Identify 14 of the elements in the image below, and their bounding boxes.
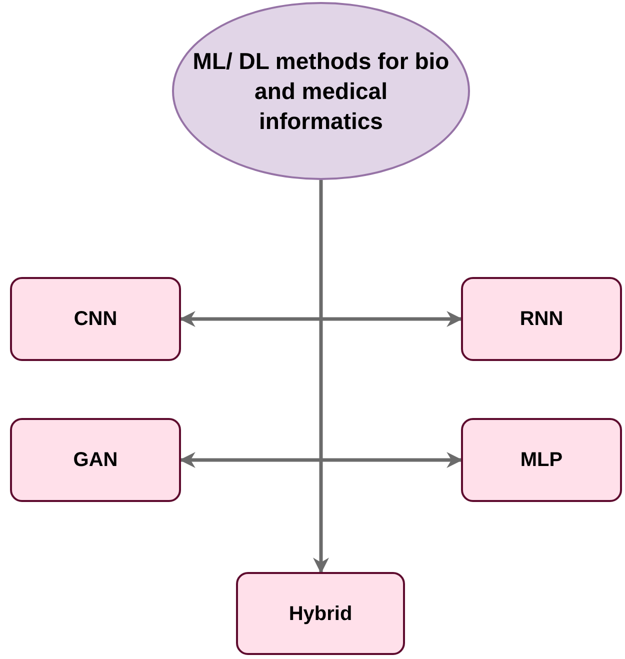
arrow	[179, 311, 463, 327]
method-box	[461, 277, 622, 361]
method-box	[10, 277, 181, 361]
method-box	[10, 418, 181, 502]
method-label: RNN	[520, 307, 564, 332]
method-label: Hybrid	[288, 602, 352, 626]
method-box	[236, 572, 405, 655]
method-label: MLP	[520, 448, 563, 473]
method-box	[461, 418, 622, 502]
method-label: CNN	[74, 307, 118, 332]
arrow	[179, 452, 463, 468]
arrow	[313, 180, 329, 574]
topic-title: ML/ DL methods for bio and medical informatics	[192, 47, 450, 136]
method-label: GAN	[73, 448, 118, 473]
